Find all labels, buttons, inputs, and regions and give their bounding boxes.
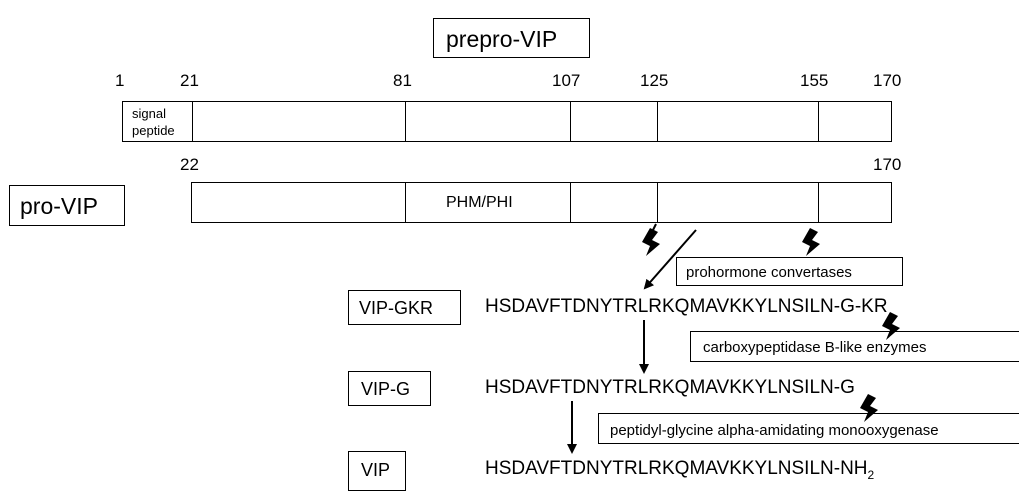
position-label: 1 (115, 71, 125, 90)
carboxypeptidase-label: carboxypeptidase B-like enzymes (703, 339, 927, 356)
peptide-name: VIP (361, 460, 391, 480)
cleavage-bolt-icon (642, 223, 660, 256)
position-label: 125 (640, 71, 669, 90)
position-label: 107 (552, 71, 581, 90)
amidating-enzyme-box: peptidyl-glycine alpha-amidating monooxy… (598, 413, 1019, 444)
cleavage-bolt-icon (882, 312, 900, 340)
position-label: 155 (800, 71, 829, 90)
peptide-name-box: VIP (348, 451, 406, 491)
peptide-sequence: HSDAVFTDNYTRLRKQMAVKKYLNSILN-G (485, 377, 855, 398)
peptide-name-box: VIP-G (348, 371, 431, 406)
segment-divider (570, 183, 571, 222)
processing-arrow (643, 229, 697, 290)
prohormone-convertases-label: prohormone convertases (686, 264, 852, 281)
peptide-sequence: HSDAVFTDNYTRLRKQMAVKKYLNSILN-G-KR (485, 296, 888, 317)
position-label: 22 (180, 155, 199, 174)
prepro-vip-title-box: prepro-VIP (433, 18, 590, 58)
peptide-name: VIP-G (361, 379, 411, 399)
position-label: 170 (873, 155, 902, 174)
cleavage-bolt-icon (860, 394, 878, 422)
peptide-name-box: VIP-GKR (348, 290, 461, 325)
signal-peptide-label-line2: peptide (132, 123, 175, 138)
amidating-enzyme-label: peptidyl-glycine alpha-amidating monooxy… (610, 422, 939, 439)
pro-vip-bar: PHM/PHI (191, 182, 892, 223)
signal-peptide-label-line1: signal (132, 106, 166, 121)
segment-divider (657, 183, 658, 222)
peptide-name: VIP-GKR (359, 298, 434, 318)
subscript-two: 2 (867, 467, 875, 482)
segment-divider (818, 102, 819, 141)
peptide-sequence-amidated: HSDAVFTDNYTRLRKQMAVKKYLNSILN-NH2 (485, 459, 874, 481)
phm-phi-label: PHM/PHI (446, 194, 513, 211)
segment-divider (405, 102, 406, 141)
segment-divider (405, 183, 406, 222)
peptide-sequence-main: HSDAVFTDNYTRLRKQMAVKKYLNSILN-NH (485, 458, 868, 479)
prohormone-convertases-box: prohormone convertases (676, 257, 903, 286)
pro-vip-label: pro-VIP (20, 193, 98, 219)
position-label: 81 (393, 71, 412, 90)
position-label: 170 (873, 71, 902, 90)
prepro-vip-bar: signal peptide (122, 101, 892, 142)
pro-vip-label-box: pro-VIP (9, 185, 125, 226)
segment-divider (657, 102, 658, 141)
segment-divider (818, 183, 819, 222)
carboxypeptidase-box: carboxypeptidase B-like enzymes (690, 331, 1019, 362)
prepro-vip-title: prepro-VIP (446, 26, 558, 52)
segment-divider (192, 102, 193, 141)
position-label: 21 (180, 71, 199, 90)
segment-divider (570, 102, 571, 141)
cleavage-bolt-icon (802, 228, 820, 256)
